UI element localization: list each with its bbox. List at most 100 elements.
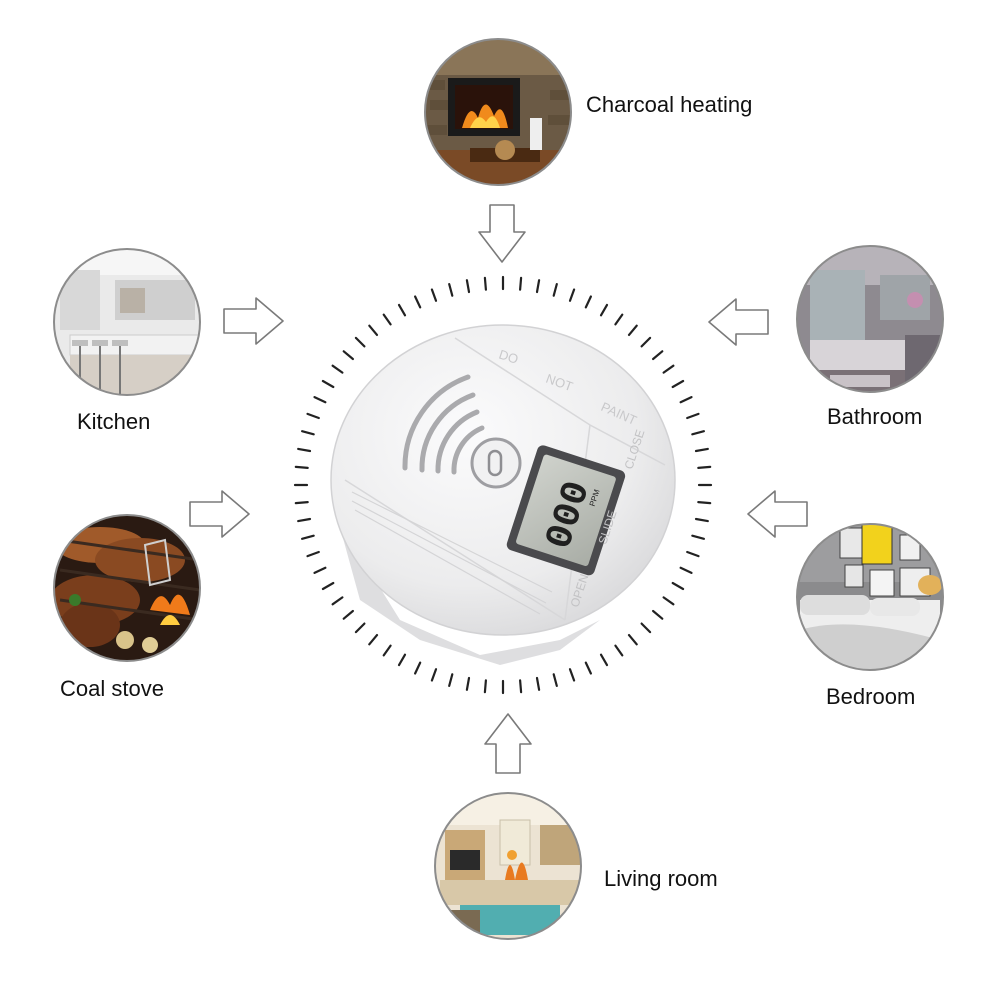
tick-mark bbox=[640, 622, 652, 634]
tick-mark bbox=[535, 676, 541, 691]
tick-mark bbox=[662, 596, 675, 606]
bathroom-photo-frame bbox=[796, 245, 944, 393]
detector-panel-line bbox=[344, 479, 566, 621]
test-button[interactable] bbox=[470, 437, 522, 489]
tick-mark bbox=[301, 430, 315, 436]
tick-mark bbox=[321, 379, 335, 389]
tick-mark bbox=[368, 633, 379, 646]
tick-mark bbox=[671, 581, 685, 591]
coal-stove-label: Coal stove bbox=[60, 676, 164, 701]
tick-mark bbox=[342, 609, 354, 620]
tick-mark bbox=[294, 465, 309, 469]
tick-mark bbox=[686, 550, 700, 558]
tick-mark bbox=[691, 430, 706, 436]
tick-mark bbox=[518, 276, 523, 291]
charcoal-heating-label: Charcoal heating bbox=[586, 92, 753, 117]
tick-mark bbox=[694, 447, 709, 453]
tick-mark bbox=[342, 350, 354, 361]
tick-mark bbox=[448, 283, 454, 297]
arrow-left-icon bbox=[747, 490, 808, 538]
tick-mark bbox=[679, 396, 693, 404]
arrows bbox=[189, 204, 808, 774]
tick-mark bbox=[691, 534, 706, 540]
tick-mark bbox=[640, 336, 652, 348]
bedroom-label: Bedroom bbox=[826, 684, 916, 709]
lcd-display: 000 PPM bbox=[506, 445, 626, 576]
tick-mark bbox=[448, 673, 454, 688]
charcoal-heating-photo bbox=[425, 39, 571, 185]
tick-mark bbox=[321, 581, 335, 591]
tick-mark bbox=[614, 644, 624, 657]
charcoal-heating-photo-frame bbox=[424, 38, 572, 186]
tick-mark bbox=[430, 288, 438, 302]
tick-mark bbox=[306, 550, 320, 558]
tick-mark bbox=[301, 534, 315, 540]
arrow-right-icon bbox=[223, 297, 284, 345]
kitchen-label: Kitchen bbox=[77, 409, 151, 434]
arrow-down-icon bbox=[478, 204, 526, 263]
living-room-photo-frame bbox=[434, 792, 582, 940]
tick-mark bbox=[313, 396, 327, 404]
tick-mark bbox=[584, 295, 593, 309]
tick-mark bbox=[662, 364, 675, 374]
tick-mark bbox=[483, 276, 487, 291]
arrow-right-icon bbox=[189, 490, 250, 538]
living-room-label: Living room bbox=[604, 866, 718, 891]
kitchen-photo bbox=[54, 249, 200, 395]
tick-mark bbox=[518, 679, 523, 694]
tick-mark bbox=[651, 609, 664, 620]
do-label: DO bbox=[497, 347, 520, 367]
tick-mark bbox=[313, 566, 327, 575]
tick-mark bbox=[306, 412, 320, 420]
tick-mark bbox=[568, 288, 576, 302]
tick-mark bbox=[382, 313, 392, 326]
bathroom-label: Bathroom bbox=[827, 404, 923, 429]
tick-mark bbox=[694, 517, 709, 523]
tick-mark bbox=[697, 465, 712, 469]
tick-mark bbox=[294, 501, 309, 505]
coal-stove-photo-frame bbox=[53, 514, 201, 662]
co-detector: DO NOT PAINT 000 PPM CLOSE SLIDE OPEN bbox=[330, 324, 676, 665]
tick-mark bbox=[679, 566, 693, 575]
detector-mount-base bbox=[338, 520, 600, 665]
tick-mark bbox=[430, 668, 438, 682]
tick-mark bbox=[552, 283, 558, 297]
tick-mark bbox=[568, 668, 576, 682]
tick-mark bbox=[414, 661, 422, 675]
tick-mark bbox=[465, 676, 471, 691]
bedroom-photo-frame bbox=[796, 523, 944, 671]
tick-mark bbox=[465, 279, 471, 294]
tick-mark bbox=[331, 364, 344, 374]
tick-mark bbox=[599, 303, 609, 317]
tick-mark bbox=[671, 379, 685, 389]
tick-mark bbox=[297, 447, 312, 453]
test-button-slot bbox=[487, 449, 503, 477]
fine-print bbox=[351, 491, 553, 615]
coal-stove-photo bbox=[54, 515, 200, 661]
arrow-up-icon bbox=[484, 713, 532, 774]
tick-mark bbox=[584, 661, 593, 675]
tick-mark bbox=[614, 313, 624, 326]
tick-mark bbox=[686, 412, 700, 420]
tick-mark bbox=[354, 336, 366, 348]
tick-ring bbox=[293, 275, 713, 695]
tick-mark bbox=[368, 324, 379, 336]
tick-mark bbox=[414, 295, 422, 309]
arrow-left-icon bbox=[708, 298, 769, 346]
living-room-photo bbox=[435, 793, 581, 939]
speaker-slots bbox=[402, 374, 485, 475]
tick-mark bbox=[599, 653, 609, 667]
tick-mark bbox=[627, 633, 638, 646]
tick-mark bbox=[651, 350, 664, 361]
tick-mark bbox=[397, 303, 407, 317]
tick-mark bbox=[483, 679, 487, 694]
tick-mark bbox=[297, 517, 312, 523]
tick-mark bbox=[397, 653, 407, 667]
tick-mark bbox=[627, 324, 638, 336]
tick-mark bbox=[354, 622, 366, 634]
tick-mark bbox=[697, 501, 712, 505]
kitchen-photo-frame bbox=[53, 248, 201, 396]
tick-mark bbox=[552, 673, 558, 688]
